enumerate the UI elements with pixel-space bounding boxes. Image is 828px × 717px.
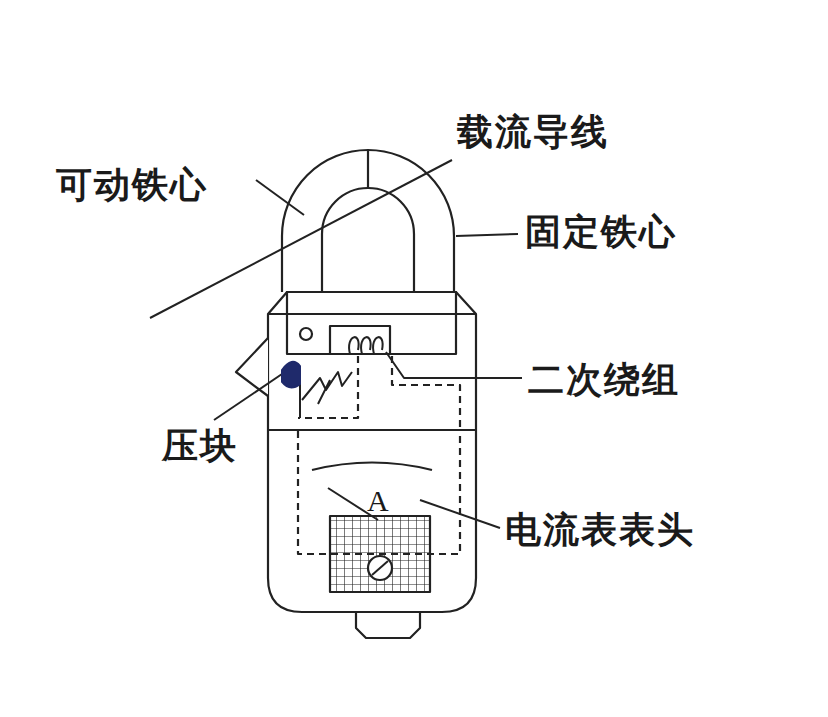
part-label: 电流表表头 <box>505 510 695 550</box>
part-label: 压块 <box>162 426 238 466</box>
part-label: 二次绕组 <box>528 360 680 400</box>
part-label: 载流导线 <box>457 112 609 152</box>
part-label: 固定铁心 <box>525 212 677 252</box>
part-label: 可动铁心 <box>56 165 208 205</box>
meter-symbol: A <box>367 484 389 517</box>
